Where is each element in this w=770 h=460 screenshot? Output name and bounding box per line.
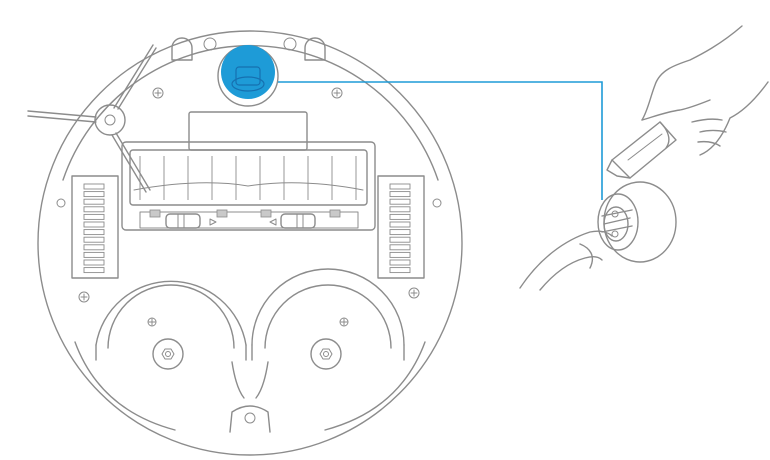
grille-slot [83, 198, 105, 205]
grille-slot [83, 244, 105, 251]
upper-hand-fingers [691, 118, 727, 147]
screw [152, 87, 164, 99]
grille-slot [389, 221, 411, 228]
grille-slot [83, 236, 105, 243]
right-wheel-arch-legs [251, 344, 405, 361]
rear-bumper-notch [229, 405, 271, 433]
left-wheel-nut [161, 348, 175, 360]
caster-wheel-icon [221, 45, 275, 99]
lower-hand-thumb [579, 243, 594, 269]
main-brush-bristles [139, 156, 357, 200]
lower-hand-outline [519, 230, 613, 289]
left-wheel-hub [152, 338, 184, 370]
left-wheel-bolt [165, 351, 171, 357]
grille-slot [389, 244, 411, 251]
main-brush-frame [121, 141, 376, 231]
side-brush-center [104, 114, 116, 126]
screw [147, 317, 157, 327]
robot-inner-left-contour [74, 341, 176, 431]
caster-detail-pin-top [611, 210, 619, 218]
right-wheel-tail [255, 361, 269, 399]
caster-detail-view [519, 25, 769, 291]
grille-slot [389, 183, 411, 190]
side-brush[interactable] [27, 44, 157, 193]
right-wheel-arch-inner [264, 284, 392, 349]
right-wheel-nut [319, 348, 333, 360]
mounting-tabs [171, 37, 326, 61]
removal-tool-edge [627, 133, 663, 161]
grille-slot [83, 206, 105, 213]
lower-hand-palm [539, 255, 603, 291]
right-grille [377, 175, 425, 279]
upper-hand-thumb [641, 99, 711, 121]
screw [78, 291, 90, 303]
grille-slot [83, 229, 105, 236]
right-wheel-bolt [323, 351, 329, 357]
left-wheel-arch-inner [107, 284, 235, 349]
grille-slot [389, 198, 411, 205]
caster-wheel-fork [235, 66, 261, 86]
grille-slot [389, 191, 411, 198]
caster-wheel[interactable] [217, 45, 279, 107]
left-wheel-arch-outer [95, 280, 247, 346]
right-wheel-hub [310, 338, 342, 370]
right-sensor-dot [432, 198, 442, 208]
left-grille [71, 175, 119, 279]
grille-slot [83, 191, 105, 198]
grille-slot [389, 213, 411, 220]
caster-detail-axle [601, 209, 633, 233]
removal-tool [611, 121, 677, 179]
upper-hand-arm-outline [641, 25, 743, 121]
grille-slot [83, 213, 105, 220]
left-drive-wheel[interactable] [95, 280, 247, 399]
main-brush-latch-left[interactable] [165, 213, 217, 229]
caster-detail-rim [597, 193, 639, 251]
left-sensor-dot [56, 198, 66, 208]
grille-slot [389, 229, 411, 236]
main-brush-chevron [133, 182, 364, 191]
grille-slot [83, 183, 105, 190]
left-wheel-tail [231, 361, 245, 399]
rear-hole [244, 412, 256, 424]
side-brush-hub [94, 104, 126, 136]
right-wheel-arch-outer [251, 268, 405, 346]
grille-slot [83, 267, 105, 274]
right-drive-wheel[interactable] [251, 268, 405, 399]
screw [339, 317, 349, 327]
sensor-window [188, 111, 308, 151]
robot-outer-rim [37, 30, 463, 456]
caster-wheel-axle [231, 76, 265, 92]
grille-slot [389, 267, 411, 274]
side-brush-arm-left [27, 110, 97, 123]
grille-slot [83, 221, 105, 228]
grille-slot [83, 259, 105, 266]
grille-slot [389, 259, 411, 266]
grille-slot [83, 251, 105, 258]
main-brush-roller [129, 149, 368, 206]
main-brush-clips [149, 209, 341, 218]
screws [78, 87, 420, 327]
side-brush-arm-up [113, 44, 157, 110]
main-brush-latch-right[interactable] [269, 213, 316, 229]
grille-slot [389, 206, 411, 213]
caster-detail-pin-bottom [611, 230, 619, 238]
main-brush-assembly[interactable] [121, 141, 376, 231]
removal-tool-tip [606, 159, 631, 179]
screw [408, 287, 420, 299]
grille-slot [389, 251, 411, 258]
left-wheel-arch-legs [95, 344, 247, 361]
screw [331, 87, 343, 99]
grille-slot [389, 236, 411, 243]
upper-hand-back-outline [699, 81, 769, 156]
callout-line [278, 81, 603, 200]
robot-inner-right-contour [324, 341, 426, 431]
main-brush-latch-bar [139, 211, 359, 229]
